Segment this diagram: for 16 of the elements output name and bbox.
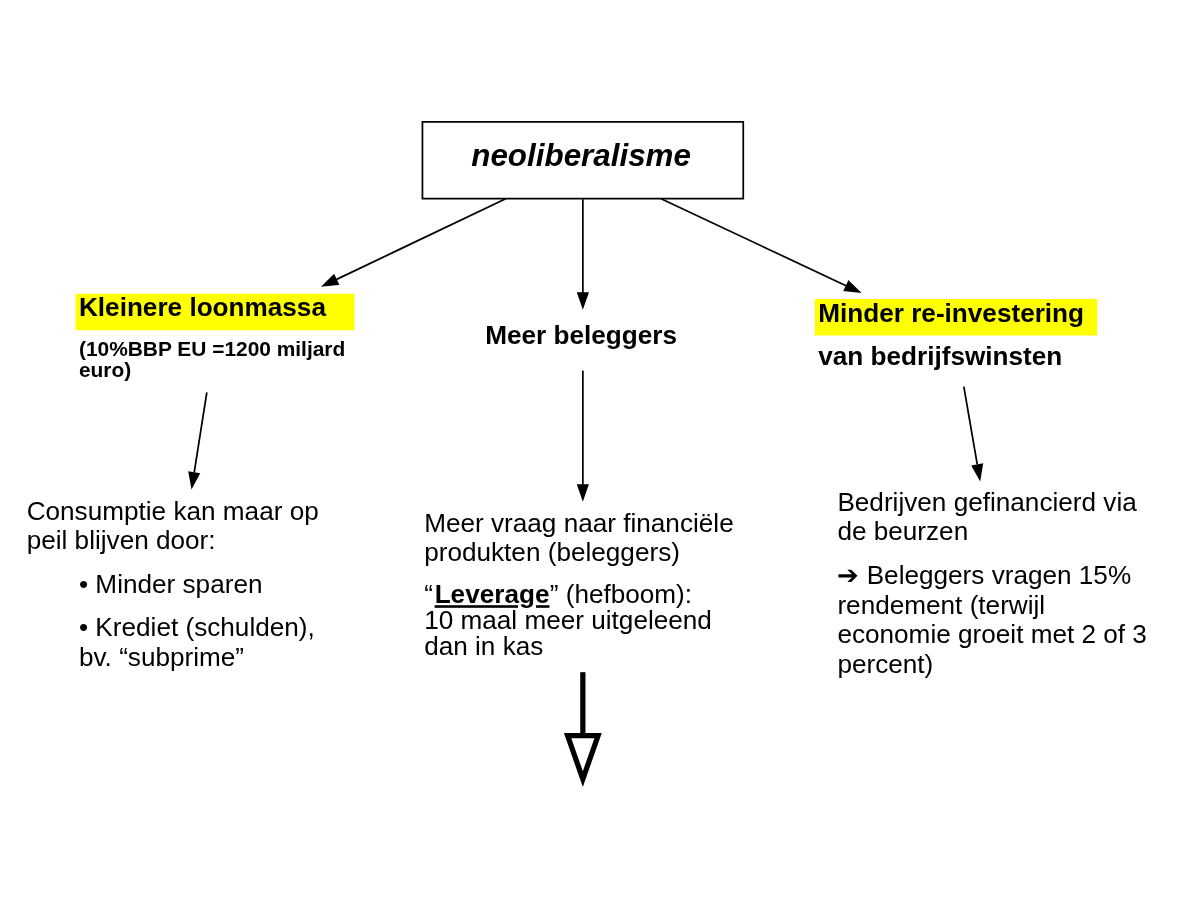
node-box: Minder re-investering xyxy=(814,298,1098,336)
node-text: Meer vraag naar financiële produkten (beleggers) “Leverage” (hefboom): 10 maal meer uitgeleend dan in kas xyxy=(424,507,734,662)
arrow xyxy=(660,197,862,293)
node-text: Meer beleggers xyxy=(485,320,677,351)
node-label: van bedrijfswinsten xyxy=(818,341,1063,372)
arrow xyxy=(576,198,589,310)
arrow xyxy=(188,391,208,490)
arrow xyxy=(321,197,507,287)
node-text: Consumptie kan maar op peil blijven door: • Minder sparen • Krediet (schulden), bv. “subprime” xyxy=(26,495,319,672)
arrow xyxy=(962,385,984,482)
node-label: (10%BBP EU =1200 miljard euro) xyxy=(78,336,346,381)
node-box: neoliberalisme xyxy=(421,121,745,200)
arrow xyxy=(563,672,602,788)
arrow xyxy=(576,369,589,502)
node-text: Bedrijven gefinancierd via de beurzen ➔ Beleggers vragen 15% rendement (terwijl economie groeit met 2 of 3 percent) xyxy=(837,486,1147,679)
node-box: Kleinere loonmassa xyxy=(75,293,355,331)
